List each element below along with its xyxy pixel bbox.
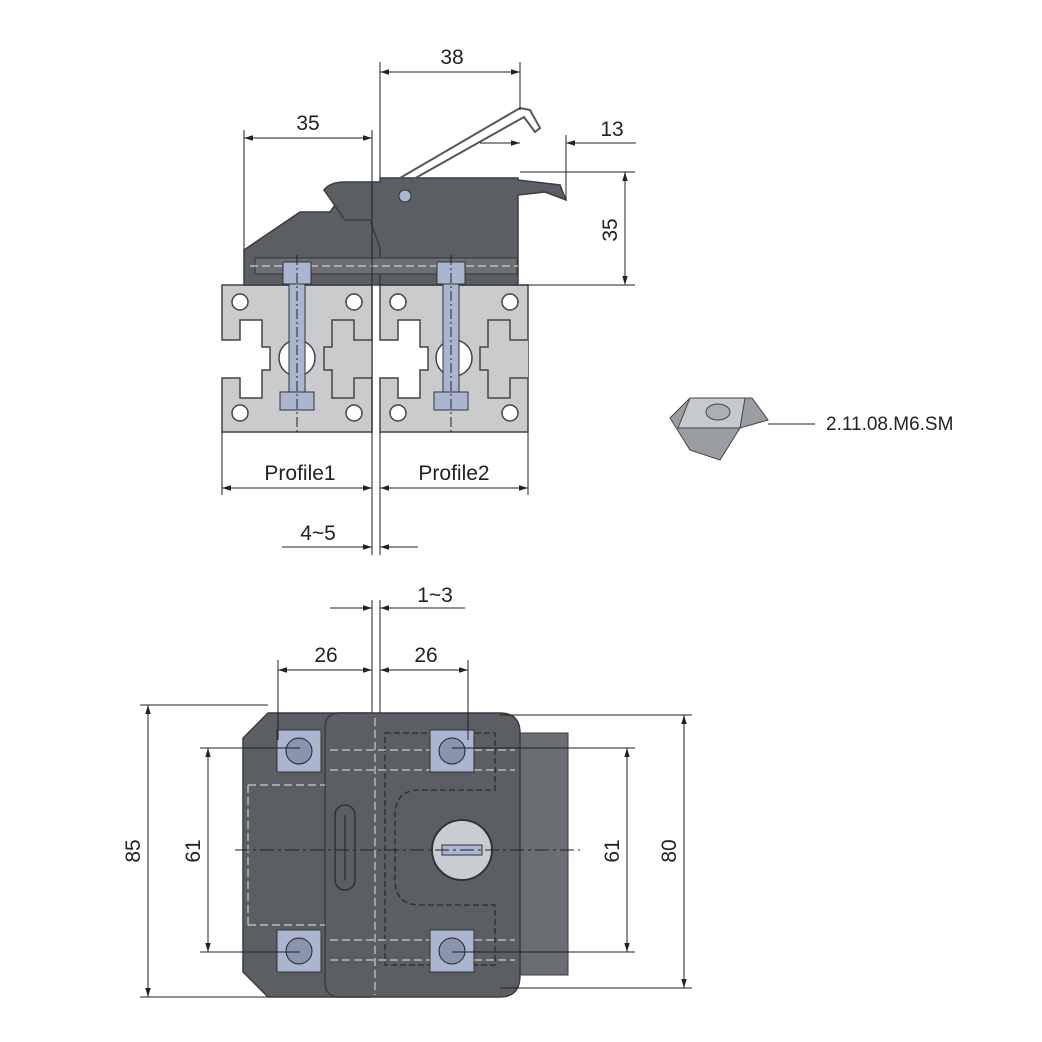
top-view: 38 35 13 35 Profile1 Profile2 4~5 [221, 46, 636, 555]
pivot-pin [398, 189, 412, 203]
dim-80: 80 [658, 839, 681, 862]
dim-85: 85 [122, 839, 145, 862]
label-profile2: Profile2 [418, 462, 489, 485]
t-nut-part: 2.11.08.M6.SM [669, 397, 953, 461]
dim-26-left: 26 [314, 644, 337, 667]
dim-61-right: 61 [601, 839, 624, 862]
dim-35-width: 35 [296, 112, 319, 135]
dim-13: 13 [600, 118, 623, 141]
latch-handle [399, 106, 542, 181]
dim-35-height: 35 [599, 218, 622, 241]
right-housing [324, 712, 521, 998]
latch-lever [514, 732, 569, 976]
dim-61-left: 61 [182, 839, 205, 862]
bottom-view: 1~3 26 26 85 61 61 80 [122, 584, 692, 998]
dim-gap-1-3: 1~3 [417, 584, 453, 607]
label-t-nut-part-number: 2.11.08.M6.SM [826, 414, 953, 435]
dim-26-right: 26 [414, 644, 437, 667]
bolt-heads [276, 729, 475, 973]
dim-gap-4-5: 4~5 [300, 522, 336, 545]
dim-38: 38 [440, 46, 463, 69]
label-profile1: Profile1 [264, 462, 335, 485]
